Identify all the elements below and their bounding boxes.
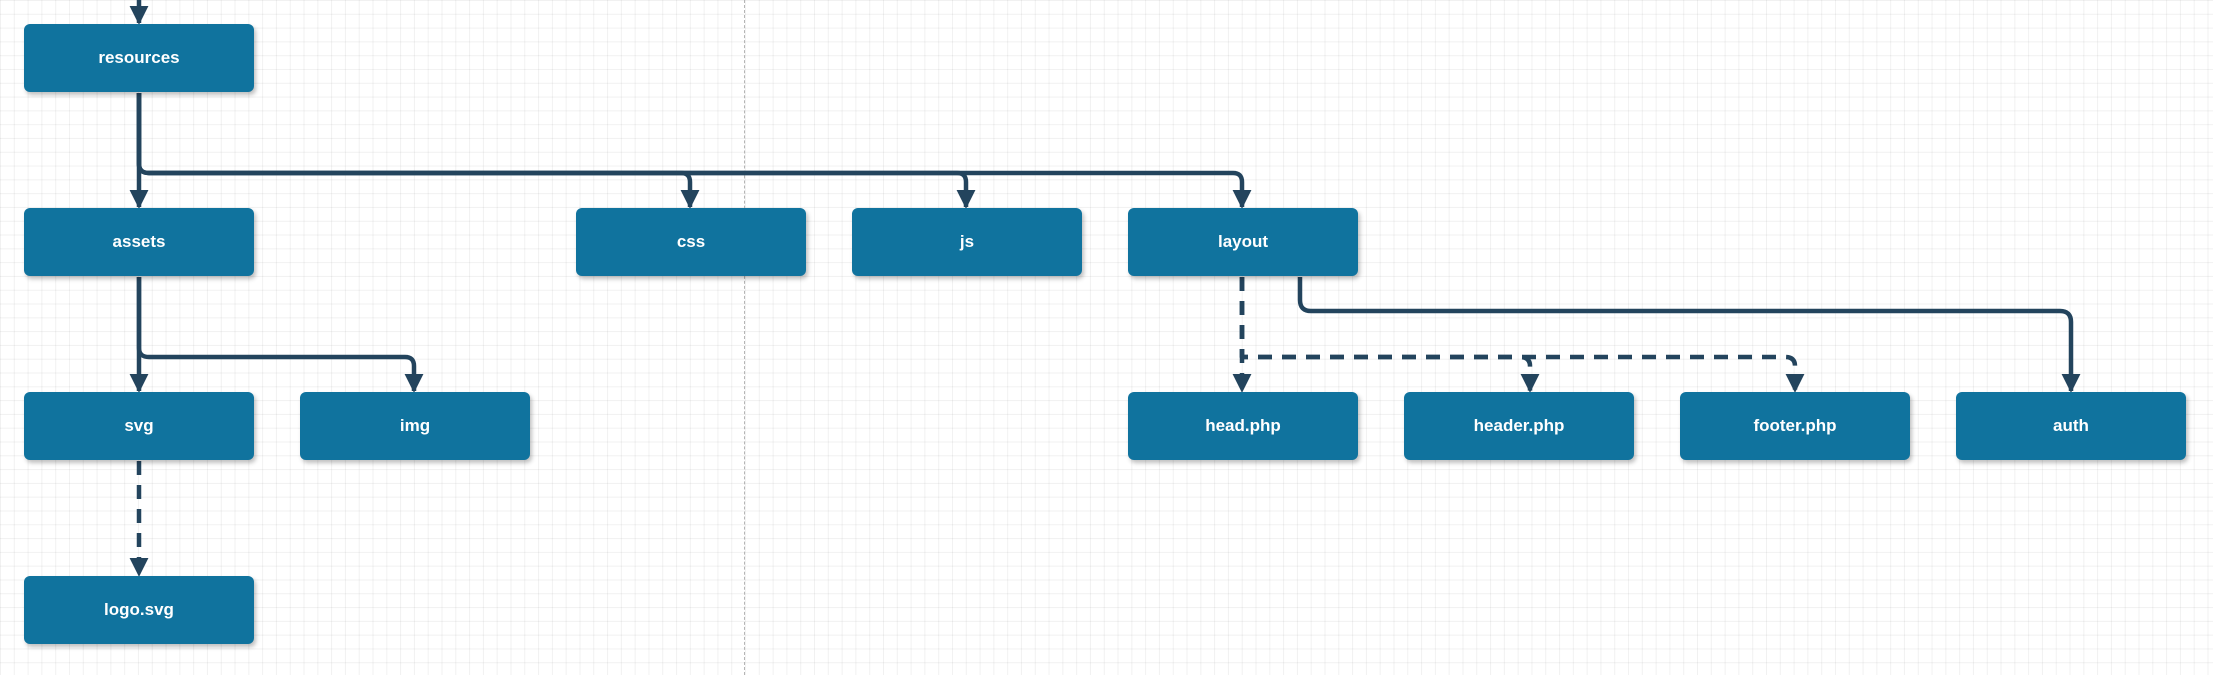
node-footer-php[interactable]: footer.php <box>1680 392 1910 460</box>
node-auth[interactable]: auth <box>1956 392 2186 460</box>
node-css[interactable]: css <box>576 208 806 276</box>
edge-resources-layout <box>136 93 1252 209</box>
node-label: footer.php <box>1753 416 1837 435</box>
edge-layout-auth <box>1297 277 2081 393</box>
edge-layout-footer <box>1239 277 1805 393</box>
edge-assets-img <box>136 277 424 393</box>
node-label: resources <box>98 48 180 67</box>
node-label: svg <box>124 416 154 435</box>
node-label: logo.svg <box>104 600 174 619</box>
node-head-php[interactable]: head.php <box>1128 392 1358 460</box>
node-logo-svg[interactable]: logo.svg <box>24 576 254 644</box>
node-label: css <box>676 232 706 251</box>
node-label: img <box>399 416 431 435</box>
node-assets[interactable]: assets <box>24 208 254 276</box>
node-resources[interactable]: resources <box>24 24 254 92</box>
page-break-guide <box>744 0 745 675</box>
edge-layout-header <box>1239 277 1540 393</box>
node-svg[interactable]: svg <box>24 392 254 460</box>
node-img[interactable]: img <box>300 392 530 460</box>
node-layout[interactable]: layout <box>1128 208 1358 276</box>
node-label: auth <box>2053 416 2089 435</box>
edge-resources-css <box>136 93 700 209</box>
node-label: header.php <box>1473 416 1565 435</box>
node-label: js <box>959 232 975 251</box>
node-js[interactable]: js <box>852 208 1082 276</box>
node-label: head.php <box>1205 416 1281 435</box>
node-label: layout <box>1217 232 1269 251</box>
edge-resources-js <box>136 93 976 209</box>
node-header-php[interactable]: header.php <box>1404 392 1634 460</box>
node-label: assets <box>112 232 166 251</box>
